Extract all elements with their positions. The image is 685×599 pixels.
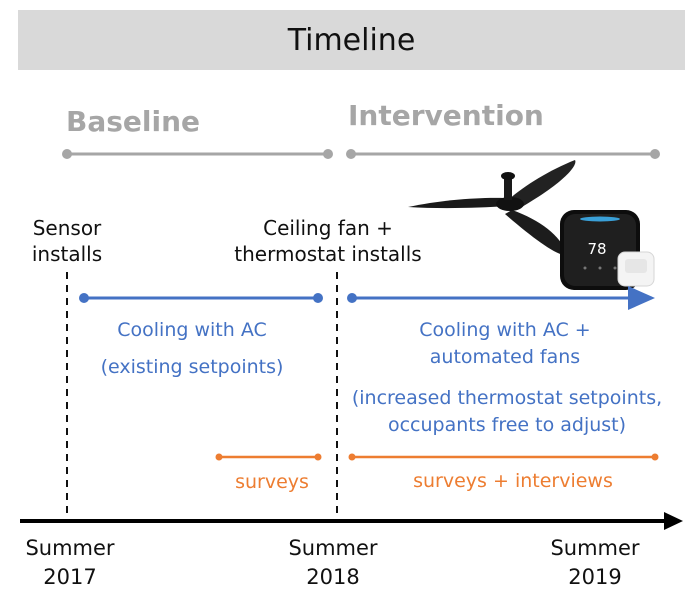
axis-label-2018-line1: Summer — [288, 536, 377, 560]
cooling-line-baseline — [79, 293, 323, 303]
phase-line-intervention — [346, 149, 660, 159]
time-axis — [20, 512, 683, 530]
survey-label-baseline: surveys — [235, 471, 309, 493]
cooling-note-line1: (increased thermostat setpoints, — [352, 387, 662, 409]
thermostat-temp: 78 — [587, 240, 606, 258]
diagram-title: Timeline — [287, 22, 416, 58]
axis-label-2018-line2: 2018 — [306, 565, 359, 589]
event-label-sensor-line2: installs — [32, 242, 102, 266]
phase-label-intervention: Intervention — [348, 99, 544, 132]
cooling-note-line2: occupants free to adjust) — [388, 414, 626, 436]
cooling-label-baseline-line1: Cooling with AC — [117, 319, 267, 341]
phase-line-baseline — [62, 149, 333, 159]
axis-label-2019-line2: 2019 — [568, 565, 621, 589]
axis-label-2017-line1: Summer — [25, 536, 114, 560]
cooling-label-intervention-line1: Cooling with AC + — [419, 319, 590, 341]
survey-label-intervention: surveys + interviews — [413, 470, 613, 492]
cooling-line-intervention — [347, 286, 655, 310]
sensor-icon — [617, 251, 655, 287]
event-label-sensor-line1: Sensor — [33, 216, 102, 240]
axis-label-2019-line1: Summer — [550, 536, 639, 560]
survey-line-baseline — [215, 453, 322, 461]
axis-label-2017-line2: 2017 — [43, 565, 96, 589]
phase-label-baseline: Baseline — [66, 105, 200, 138]
cooling-label-baseline-line2: (existing setpoints) — [101, 356, 284, 378]
event-label-fan-line2: thermostat installs — [234, 242, 421, 266]
title-banner: Timeline — [18, 10, 685, 70]
cooling-label-intervention-line2: automated fans — [430, 346, 580, 368]
ceiling-fan-icon — [408, 160, 576, 256]
event-label-fan-line1: Ceiling fan + — [263, 216, 393, 240]
survey-line-intervention — [348, 453, 659, 461]
